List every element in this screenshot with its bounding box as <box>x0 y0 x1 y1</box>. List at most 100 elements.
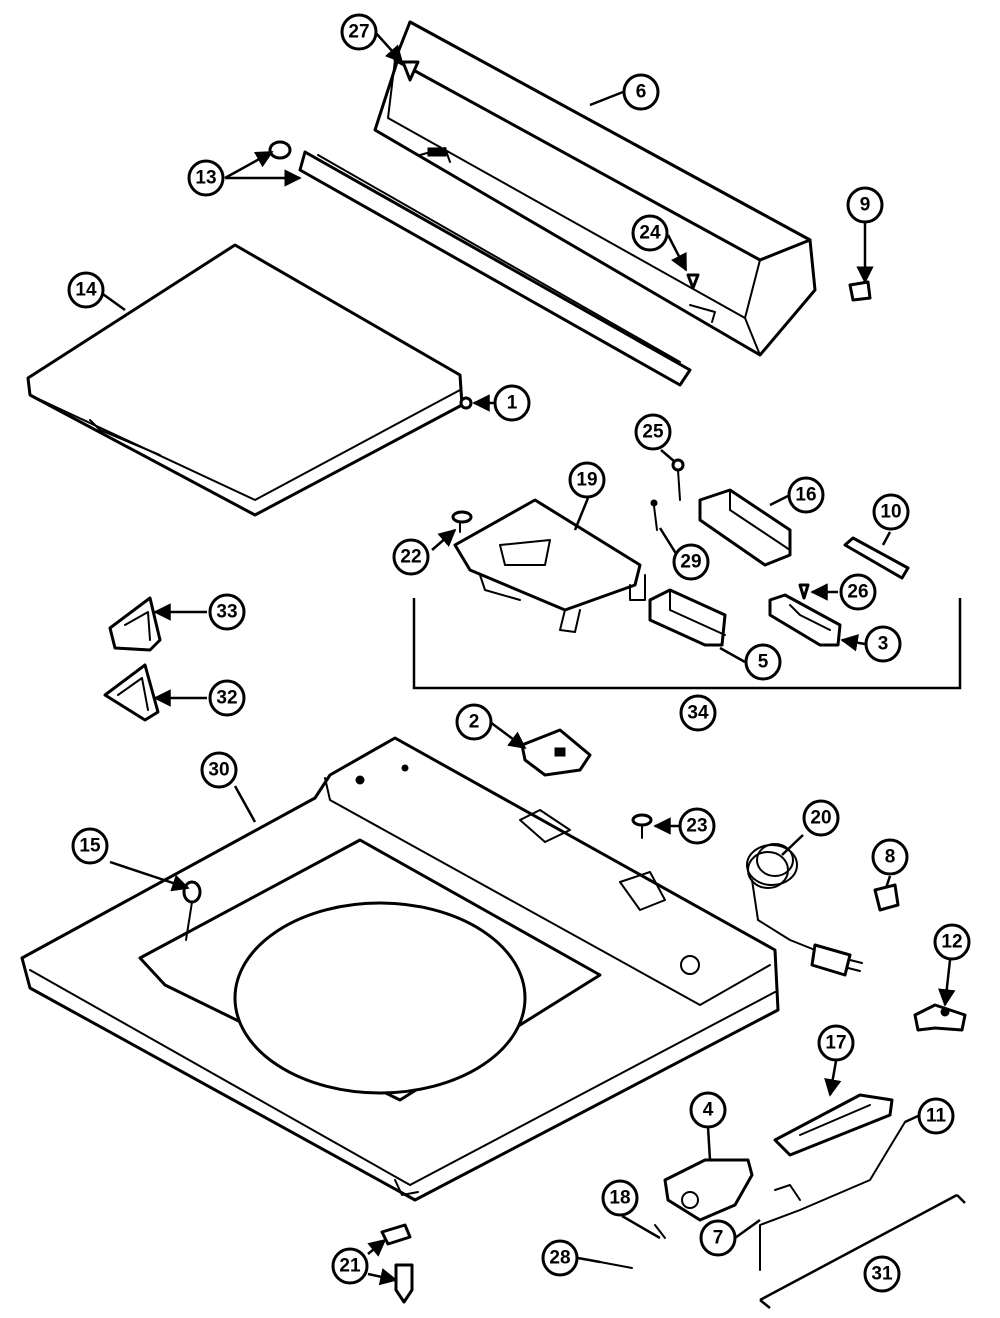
callout-27-label: 27 <box>348 22 369 43</box>
callout-26-label: 26 <box>847 582 868 603</box>
callout-4-label: 4 <box>703 1100 714 1121</box>
callout-6: 6 <box>622 73 660 111</box>
callout-3: 3 <box>864 625 902 663</box>
callout-11-label: 11 <box>926 1106 947 1127</box>
callout-2-label: 2 <box>469 712 480 733</box>
callout-31-label: 31 <box>871 1264 893 1285</box>
screw-23-part <box>631 813 653 839</box>
clip-12-part <box>913 1003 967 1032</box>
screw-27-part <box>401 60 420 82</box>
callout-1: 1 <box>493 384 531 422</box>
screw-28-part <box>599 1261 633 1269</box>
callout-8: 8 <box>871 838 909 876</box>
callout-16: 16 <box>787 476 825 514</box>
callout-12-label: 12 <box>941 932 962 953</box>
callout-34-label: 34 <box>687 703 709 724</box>
callout-4: 4 <box>689 1091 727 1129</box>
bracket-19-part <box>453 498 646 633</box>
callout-18-label: 18 <box>609 1188 630 1209</box>
callout-25-label: 25 <box>642 422 664 443</box>
callout-22: 22 <box>392 538 430 576</box>
callout-19: 19 <box>568 461 606 499</box>
callout-15-label: 15 <box>79 836 101 857</box>
callout-3-label: 3 <box>878 634 889 655</box>
callout-18: 18 <box>601 1179 639 1217</box>
main-top-panel-30-part <box>20 736 780 1202</box>
callout-32-label: 32 <box>216 688 237 709</box>
callout-7: 7 <box>699 1219 737 1257</box>
callout-21-label: 21 <box>339 1256 361 1277</box>
callout-7-label: 7 <box>713 1228 724 1249</box>
callout-29-label: 29 <box>680 552 701 573</box>
switch-5-part <box>648 588 727 647</box>
callout-1-label: 1 <box>507 393 518 414</box>
callout-17-label: 17 <box>825 1033 846 1054</box>
switch-bracket-3-part <box>768 593 842 647</box>
actuator-17-part <box>773 1093 894 1157</box>
callout-23-label: 23 <box>686 816 707 837</box>
callout-34: 34 <box>679 694 717 732</box>
callout-27: 27 <box>340 13 378 51</box>
screw-26-part <box>798 583 810 600</box>
callout-30-label: 30 <box>208 760 229 781</box>
rod-10-part <box>843 536 910 580</box>
callout-12: 12 <box>933 923 971 961</box>
callout-2: 2 <box>455 703 493 741</box>
callout-10: 10 <box>872 493 910 531</box>
callout-33: 33 <box>208 593 246 631</box>
triangle-cap-33-part <box>108 596 162 652</box>
callout-14-label: 14 <box>75 280 97 301</box>
callout-24: 24 <box>631 214 669 252</box>
lid-part <box>26 243 473 517</box>
callout-29: 29 <box>672 543 710 581</box>
mounting-strip-part <box>268 140 692 387</box>
callout-5: 5 <box>744 643 782 681</box>
callout-8-label: 8 <box>885 847 896 868</box>
callout-5-label: 5 <box>758 652 769 673</box>
callout-9: 9 <box>846 186 884 224</box>
callout-6-label: 6 <box>636 82 647 103</box>
callout-31: 31 <box>863 1255 901 1293</box>
pin-29-part <box>650 499 658 531</box>
timer-box-16-part <box>698 488 792 567</box>
callout-28-label: 28 <box>549 1248 570 1269</box>
screw-25-part <box>671 458 685 501</box>
callout-16-label: 16 <box>795 485 816 506</box>
triangle-frame-32-part <box>103 663 160 722</box>
callout-13: 13 <box>187 159 225 197</box>
callout-33-label: 33 <box>216 602 237 623</box>
callout-19-label: 19 <box>576 470 597 491</box>
callout-10-label: 10 <box>880 502 901 523</box>
callout-26: 26 <box>839 573 877 611</box>
callout-28: 28 <box>541 1239 579 1277</box>
screw-18-part <box>654 1224 666 1239</box>
callout-32: 32 <box>208 679 246 717</box>
callout-13-label: 13 <box>195 168 216 189</box>
callout-25: 25 <box>634 413 672 451</box>
screw-22-part <box>451 510 473 533</box>
callout-21: 21 <box>331 1247 369 1285</box>
assembly-34-bracket <box>412 598 962 690</box>
callout-23: 23 <box>678 807 716 845</box>
callout-20: 20 <box>802 799 840 837</box>
callout-14: 14 <box>67 271 105 309</box>
screw-24-part <box>686 273 700 290</box>
assembly-31-bracket <box>759 1193 966 1309</box>
knob-8-part <box>873 883 900 912</box>
lid-switch-4-part <box>663 1158 754 1222</box>
callout-9-label: 9 <box>860 195 871 216</box>
callout-15: 15 <box>71 827 109 865</box>
callout-30: 30 <box>200 751 238 789</box>
spring-7-part <box>774 1184 801 1201</box>
callout-22-label: 22 <box>400 547 421 568</box>
bracket-2-part <box>520 728 592 777</box>
callout-17: 17 <box>817 1024 855 1062</box>
control-console-part <box>373 20 817 357</box>
rod-11-part <box>759 1121 906 1271</box>
callout-24-label: 24 <box>639 223 661 244</box>
leader-lines <box>99 31 956 1286</box>
screw-21-part <box>380 1223 414 1304</box>
small-clip-9-part <box>848 280 872 302</box>
